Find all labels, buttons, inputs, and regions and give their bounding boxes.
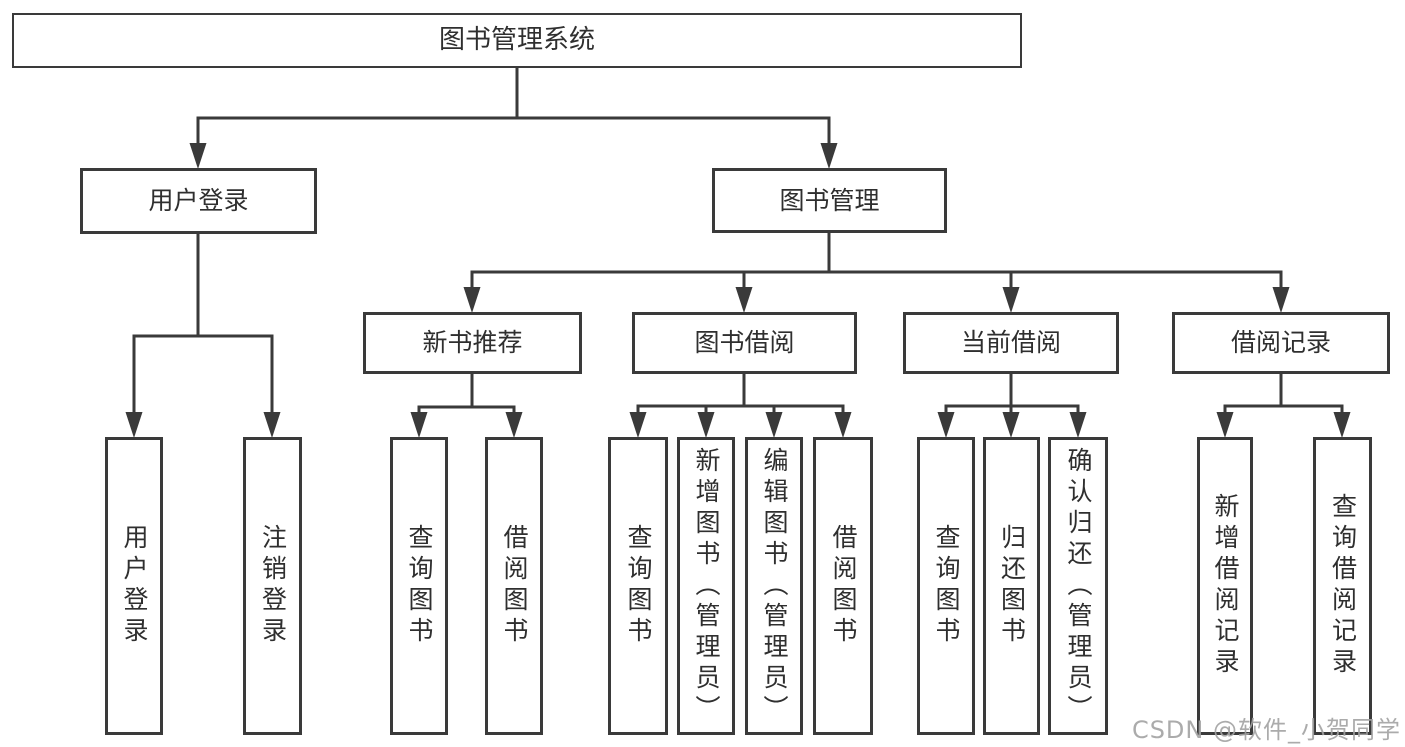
node-root-system: 图书管理系统 (12, 13, 1022, 68)
node-book-borrowing: 图书借阅 (632, 312, 857, 374)
node-new-book-recommend: 新书推荐 (363, 312, 582, 374)
connector-user-login-to-leaves (125, 232, 281, 438)
connector-current-borrowing-to-leaves (937, 372, 1087, 438)
connector-borrowing-records-to-leaves (1216, 372, 1351, 438)
leaf-logout: 注销登录 (243, 437, 302, 735)
leaf-user-login: 用户登录 (105, 437, 163, 735)
connector-book-management-to-modules (463, 231, 1290, 313)
leaf-return-books: 归还图书 (983, 437, 1040, 735)
leaf-query-books-recommend: 查询图书 (390, 437, 448, 735)
leaf-borrow-books-recommend: 借阅图书 (485, 437, 543, 735)
node-borrowing-records: 借阅记录 (1172, 312, 1390, 374)
node-current-borrowing: 当前借阅 (903, 312, 1119, 374)
connector-root-to-branches (189, 66, 838, 169)
leaf-confirm-return-admin: 确认归还（管理员） (1048, 437, 1108, 735)
connector-book-borrowing-to-leaves (629, 372, 852, 438)
leaf-add-borrow-record: 新增借阅记录 (1197, 437, 1253, 735)
csdn-watermark: CSDN @软件_小贺同学 (1131, 716, 1401, 744)
leaf-add-book-admin: 新增图书（管理员） (677, 437, 735, 735)
leaf-edit-book-admin: 编辑图书（管理员） (745, 437, 803, 735)
connector-new-book-recommend-to-leaves (410, 372, 523, 438)
node-book-management: 图书管理 (712, 168, 947, 233)
leaf-query-books-borrowing: 查询图书 (608, 437, 668, 735)
leaf-borrow-books-borrowing: 借阅图书 (813, 437, 873, 735)
leaf-query-borrow-record: 查询借阅记录 (1313, 437, 1372, 735)
leaf-query-books-current: 查询图书 (917, 437, 975, 735)
node-user-login: 用户登录 (80, 168, 317, 234)
